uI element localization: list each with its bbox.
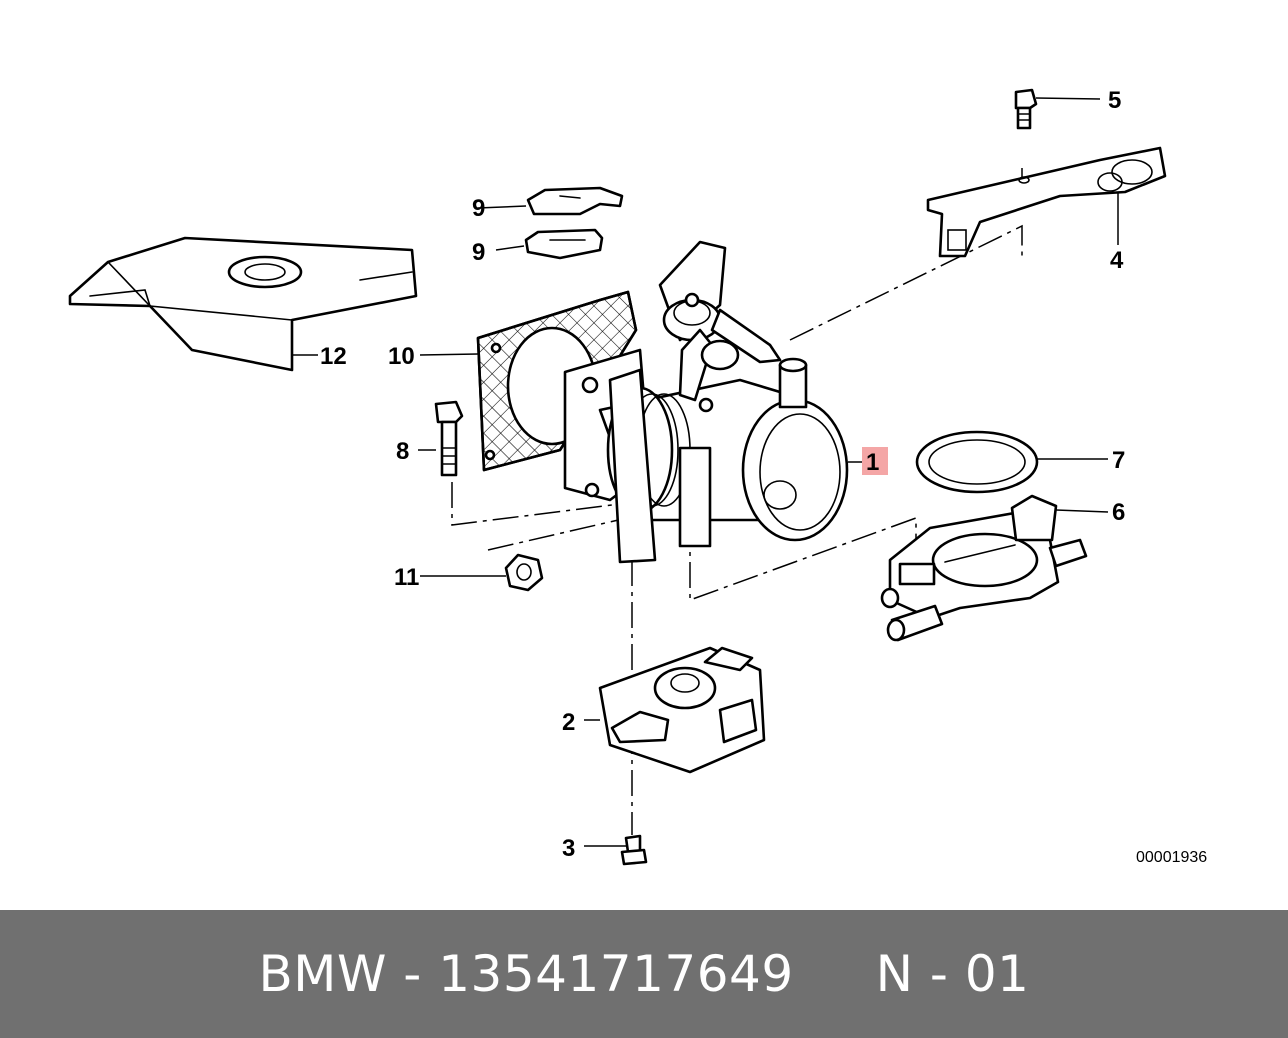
banner-gap: [794, 945, 876, 1003]
callout-1: 1: [866, 449, 879, 476]
part-4-bracket: [926, 146, 1167, 258]
part-8-bolt: [434, 400, 464, 477]
part-1-throttle-body: [563, 240, 849, 564]
brand-name: BMW: [258, 945, 387, 1003]
part-7-o-ring: [915, 430, 1039, 494]
callout-2: 2: [562, 709, 575, 736]
callout-12: 12: [320, 343, 347, 370]
diagram-suffix: N - 01: [875, 945, 1030, 1003]
callout-10: 10: [388, 343, 415, 370]
callout-11: 11: [394, 564, 419, 591]
part-2-sensor: [598, 646, 766, 774]
callout-6: 6: [1112, 499, 1125, 526]
callout-9-upper: 9: [472, 195, 485, 222]
part-3-screw: [620, 834, 648, 866]
diagram-reference-number: 00001936: [1136, 849, 1207, 866]
part-number: 13541717649: [438, 945, 794, 1003]
callout-9-lower: 9: [472, 239, 485, 266]
part-5-bolt: [1014, 88, 1038, 130]
part-number-banner-text: BMW - 13541717649 N - 01: [259, 945, 1030, 1003]
part-9-clip-lower: [524, 228, 604, 260]
part-6-idle-housing: [880, 494, 1088, 642]
part-number-banner: BMW - 13541717649 N - 01: [0, 910, 1288, 1038]
part-12-cover: [68, 236, 418, 372]
callout-3: 3: [562, 835, 575, 862]
callout-4: 4: [1110, 247, 1124, 274]
brand-separator: -: [386, 945, 439, 1003]
callout-5: 5: [1108, 87, 1121, 114]
exploded-parts-diagram: 1 2 3 4 5 6 7 8 9 9 10 11 12 00001936: [68, 87, 1207, 866]
leader-lines: [292, 97, 1119, 847]
callout-8: 8: [396, 438, 409, 465]
part-11-nut: [504, 553, 544, 592]
part-9-clip-upper: [526, 186, 624, 216]
callout-1-highlight: [862, 447, 888, 475]
callout-labels: 1 2 3 4 5 6 7 8 9 9 10 11 12: [320, 87, 1125, 862]
callout-7: 7: [1112, 447, 1125, 474]
